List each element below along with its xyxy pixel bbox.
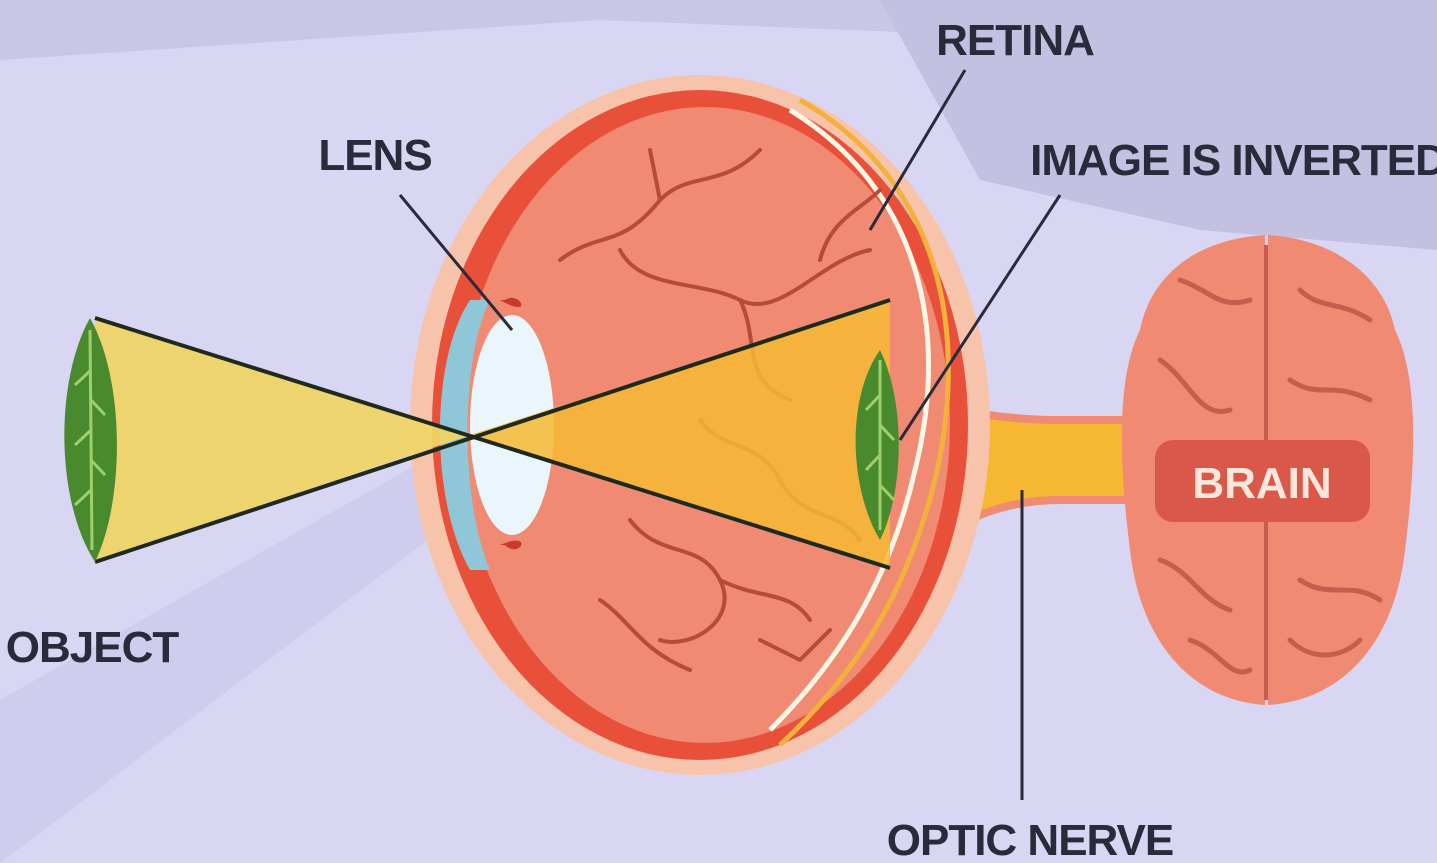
retina-label: RETINA	[936, 16, 1094, 65]
brain: BRAIN	[1122, 235, 1413, 705]
lens-label: LENS	[318, 131, 431, 180]
image-inverted-label: IMAGE IS INVERTED	[1030, 136, 1437, 185]
object-label: OBJECT	[6, 623, 180, 672]
optic-nerve-label: OPTIC NERVE	[887, 816, 1173, 863]
brain-label: BRAIN	[1192, 459, 1331, 508]
